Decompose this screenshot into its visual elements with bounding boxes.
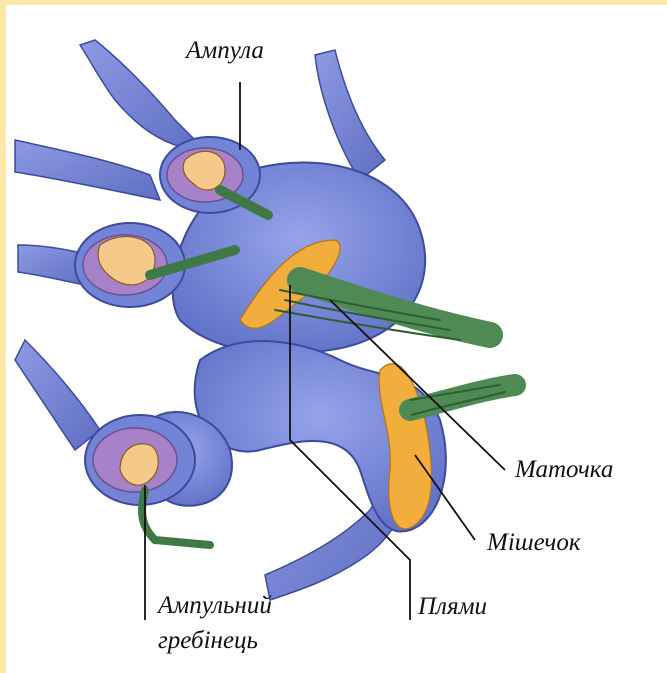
label-plyamy: Плями: [418, 594, 487, 619]
ampulla-upper: [160, 137, 268, 215]
label-ampulnyi-line2: гребінець: [158, 628, 258, 653]
label-ampula: Ампула: [186, 38, 264, 63]
label-mishechok: Мішечок: [487, 530, 581, 555]
canal-left-upper: [15, 140, 160, 200]
canal-bottom-left: [15, 340, 100, 450]
label-matochka: Маточка: [515, 457, 613, 482]
canal-top-right: [315, 50, 385, 180]
label-ampulnyi-line1: Ампульний: [158, 593, 272, 618]
